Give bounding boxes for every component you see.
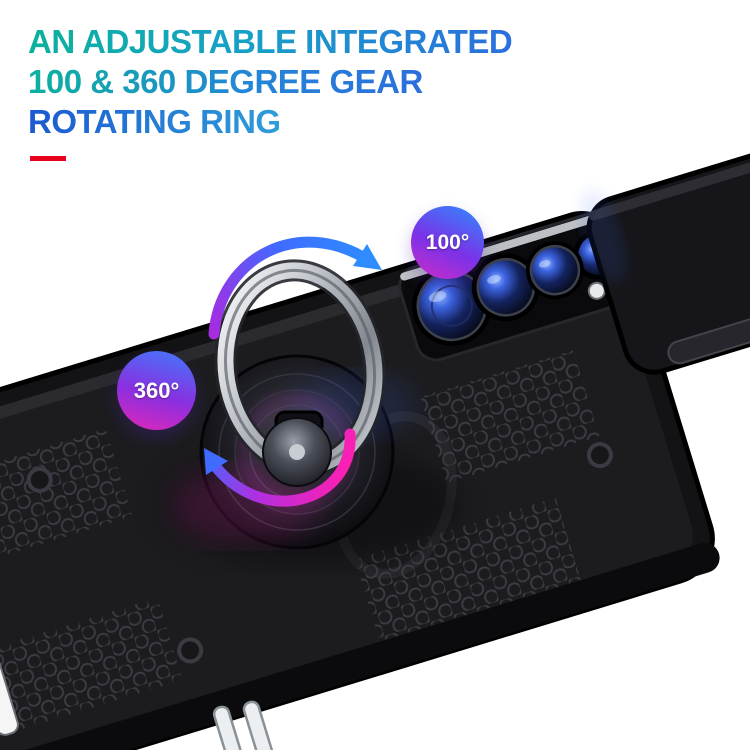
- rotation-arrows: [204, 236, 382, 507]
- headline-line-3: ROTATING RING: [28, 103, 281, 140]
- slide-camera-cover: [580, 127, 750, 375]
- headline-line-1: AN ADJUSTABLE INTEGRATED: [28, 23, 513, 60]
- arrowhead-icon: [353, 244, 382, 270]
- ring-stand: [160, 259, 460, 563]
- badge-360-label: 360°: [133, 377, 180, 403]
- camera-lens-icon: [525, 241, 584, 300]
- camera-lens-icon: [471, 253, 540, 322]
- accent-dash: [30, 156, 66, 161]
- rotation-arrow-clockwise-icon: [208, 236, 374, 340]
- arrowhead-icon: [204, 448, 228, 475]
- side-buttons: [212, 700, 274, 750]
- honeycomb-texture: [0, 350, 600, 739]
- camera-lens-icon: [411, 265, 492, 346]
- badge-360-degree: 360°: [117, 351, 196, 430]
- headline: AN ADJUSTABLE INTEGRATED 100 & 360 DEGRE…: [28, 22, 513, 142]
- rotation-arrow-counterclockwise-icon: [206, 428, 356, 507]
- screw-details: [26, 442, 613, 664]
- headline-line-2: 100 & 360 DEGREE GEAR: [28, 63, 423, 100]
- port-cutout: [0, 655, 19, 736]
- badge-100-degree: 100°: [411, 206, 484, 279]
- badge-100-label: 100°: [425, 230, 470, 254]
